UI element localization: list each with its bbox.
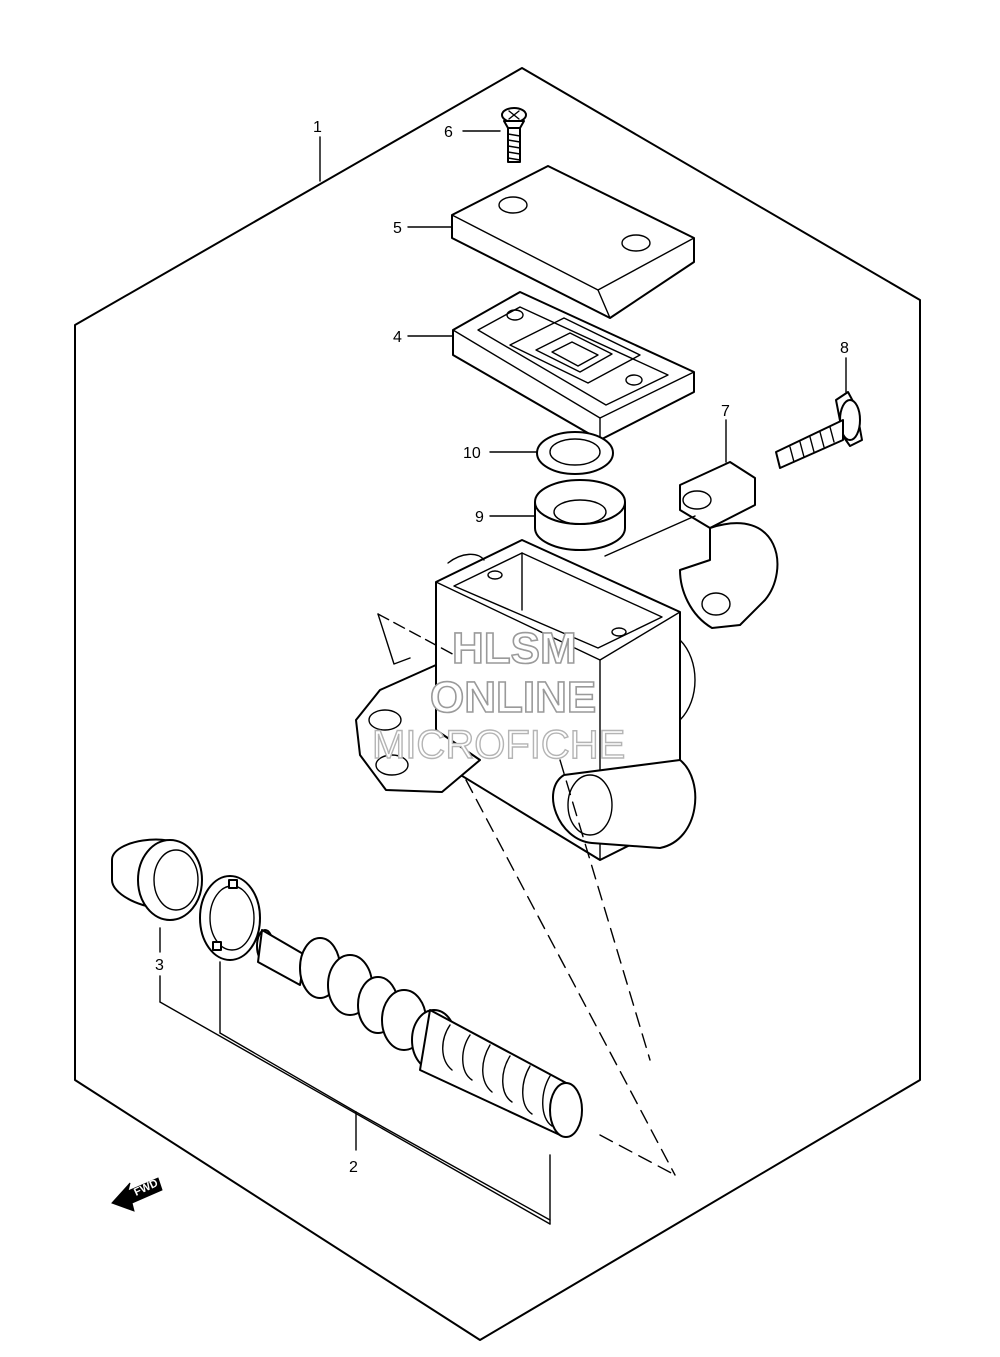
- watermark: HLSM ONLINE MICROFICHE: [371, 623, 626, 768]
- callout-2: 2: [349, 1159, 358, 1176]
- handlebar-clamp: [679, 461, 779, 629]
- callout-5: 5: [393, 220, 402, 237]
- dust-boot: [111, 838, 203, 921]
- watermark-line3: MICROFICHE: [372, 723, 625, 767]
- callout-7: 7: [721, 403, 730, 420]
- callout-10: 10: [463, 445, 481, 462]
- master-cylinder-body: [355, 539, 697, 861]
- diaphragm-plate: [536, 431, 614, 475]
- callout-3: 3: [155, 957, 164, 974]
- diaphragm: [452, 291, 695, 441]
- seal-ring: [534, 479, 626, 551]
- assembly-frame: [74, 67, 921, 1341]
- callout-4: 4: [393, 329, 402, 346]
- watermark-line1: HLSM: [452, 624, 577, 673]
- clamp-bolt: [775, 391, 863, 469]
- reservoir-cover: [451, 165, 695, 319]
- circlip: [199, 875, 261, 961]
- callout-1: 1: [313, 119, 322, 136]
- watermark-line2: ONLINE: [430, 673, 596, 722]
- callout-6: 6: [444, 124, 453, 141]
- callout-9: 9: [475, 509, 484, 526]
- piston-assembly: [256, 929, 583, 1138]
- forward-arrow-icon: FWD: [111, 1177, 163, 1212]
- callout-8: 8: [840, 340, 849, 357]
- cover-screw: [501, 107, 527, 163]
